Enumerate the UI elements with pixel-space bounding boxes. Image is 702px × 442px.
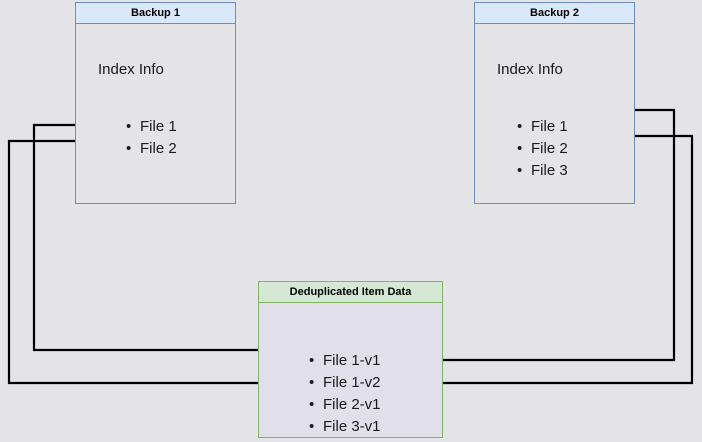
node-dedup-header: Deduplicated Item Data	[259, 282, 442, 303]
node-backup-1-header: Backup 1	[76, 3, 235, 24]
index-info-label-1: Index Info	[98, 61, 164, 78]
list-item: File 1	[126, 116, 177, 138]
list-item: File 2	[517, 138, 568, 160]
node-backup-1-body: Index Info File 1 File 2	[76, 24, 235, 203]
node-backup-2-header: Backup 2	[475, 3, 634, 24]
node-dedup-body: File 1-v1 File 1-v2 File 2-v1 File 3-v1	[259, 303, 442, 438]
list-item: File 3	[517, 160, 568, 182]
file-list-dedup: File 1-v1 File 1-v2 File 2-v1 File 3-v1	[309, 350, 381, 438]
list-item: File 1	[517, 116, 568, 138]
list-item: File 3-v1	[309, 416, 381, 438]
node-deduplicated-item-data[interactable]: Deduplicated Item Data File 1-v1 File 1-…	[258, 281, 443, 438]
index-info-label-2: Index Info	[497, 61, 563, 78]
list-item: File 2	[126, 138, 177, 160]
node-backup-1[interactable]: Backup 1 Index Info File 1 File 2	[75, 2, 236, 204]
list-item: File 1-v2	[309, 372, 381, 394]
node-backup-2-body: Index Info File 1 File 2 File 3	[475, 24, 634, 203]
list-item: File 1-v1	[309, 350, 381, 372]
file-list-backup-1: File 1 File 2	[126, 116, 177, 160]
list-item: File 2-v1	[309, 394, 381, 416]
file-list-backup-2: File 1 File 2 File 3	[517, 116, 568, 182]
node-backup-2[interactable]: Backup 2 Index Info File 1 File 2 File 3	[474, 2, 635, 204]
